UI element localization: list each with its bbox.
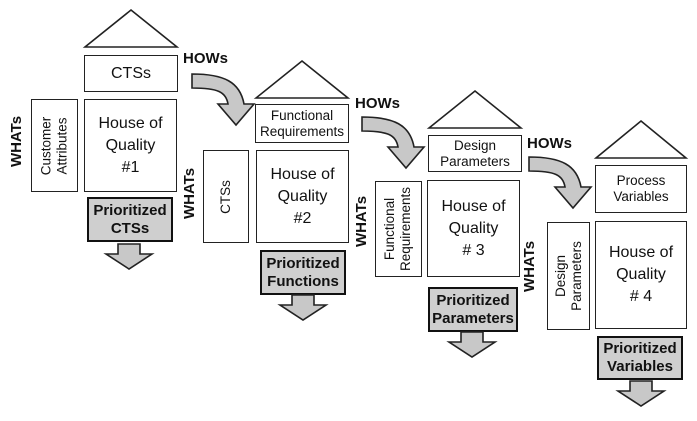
output-2-line-2: Functions xyxy=(267,272,339,290)
curved-arrow-2 xyxy=(361,116,426,170)
output-4-line-1: Prioritized xyxy=(603,340,677,357)
house-body-2: House of Quality #2 xyxy=(256,150,349,243)
output-box-3: Prioritized Parameters xyxy=(428,287,518,332)
house-body-1: House of Quality #1 xyxy=(84,99,177,192)
down-arrow-4 xyxy=(615,380,667,407)
whats-text-4: Design Parameters xyxy=(552,241,584,311)
curved-arrow-1 xyxy=(191,73,256,127)
roof-label-box-1: CTSs xyxy=(84,55,178,92)
output-3-line-1: Prioritized xyxy=(436,291,510,309)
roof-label-box-3: Design Parameters xyxy=(428,135,522,172)
house-body-3-line-2: Quality xyxy=(448,219,499,237)
house-body-4-line-3: # 4 xyxy=(629,288,653,305)
house-body-4-line-2: Quality xyxy=(616,266,666,283)
house-body-2-line-3: #2 xyxy=(293,209,312,227)
whats-box-3: Functional Requirements xyxy=(375,181,422,277)
hows-label-2: HOWs xyxy=(355,95,400,112)
house-body-2-line-2: Quality xyxy=(277,187,328,205)
house-body-3: House of Quality # 3 xyxy=(427,180,520,277)
down-arrow-1 xyxy=(103,243,155,270)
output-4-line-2: Variables xyxy=(607,358,673,375)
hows-label-1: HOWs xyxy=(183,50,228,67)
roof-label-box-4: Process Variables xyxy=(595,165,687,213)
whats-text-1: Customer Attributes xyxy=(38,116,70,175)
roof-triangle-4 xyxy=(593,119,689,159)
output-2-line-1: Prioritized xyxy=(266,254,340,272)
down-arrow-3 xyxy=(446,331,498,358)
whats-text-2: CTSs xyxy=(218,179,233,214)
whats-label-3: WHATs xyxy=(353,195,371,248)
whats-label-4: WHATs xyxy=(521,240,539,293)
output-box-4: Prioritized Variables xyxy=(597,336,683,380)
roof-triangle-3 xyxy=(426,89,524,129)
whats-box-1: Customer Attributes xyxy=(31,99,78,192)
house-body-3-line-3: # 3 xyxy=(462,241,485,259)
house-body-3-line-1: House of xyxy=(441,197,506,215)
roof-label-4: Process Variables xyxy=(613,173,669,204)
whats-label-1: WHATs xyxy=(8,115,26,168)
roof-triangle-2 xyxy=(253,59,351,99)
house-body-1-line-3: #1 xyxy=(121,158,140,176)
whats-label-2: WHATs xyxy=(181,167,199,220)
hows-label-3: HOWs xyxy=(527,135,572,152)
output-3-line-2: Parameters xyxy=(432,309,514,327)
house-body-1-line-2: Quality xyxy=(105,136,156,154)
whats-box-4: Design Parameters xyxy=(547,222,590,330)
roof-label-1: CTSs xyxy=(111,64,151,82)
output-box-2: Prioritized Functions xyxy=(260,250,346,295)
output-box-1: Prioritized CTSs xyxy=(87,197,173,242)
output-1-line-1: Prioritized xyxy=(93,201,167,219)
whats-text-3: Functional Requirements xyxy=(382,186,414,272)
roof-triangle-1 xyxy=(82,8,180,48)
roof-label-3: Design Parameters xyxy=(440,137,510,169)
house-body-4-line-1: House of xyxy=(608,244,674,261)
whats-box-2: CTSs xyxy=(203,150,249,243)
output-1-line-2: CTSs xyxy=(110,219,150,237)
house-body-1-line-1: House of xyxy=(98,114,163,132)
roof-label-box-2: Functional Requirements xyxy=(255,104,349,143)
curved-arrow-3 xyxy=(528,156,593,210)
house-body-2-line-1: House of xyxy=(270,165,335,183)
house-body-4: House of Quality # 4 xyxy=(595,221,687,329)
down-arrow-2 xyxy=(277,294,329,321)
roof-label-2: Functional Requirements xyxy=(259,107,345,139)
